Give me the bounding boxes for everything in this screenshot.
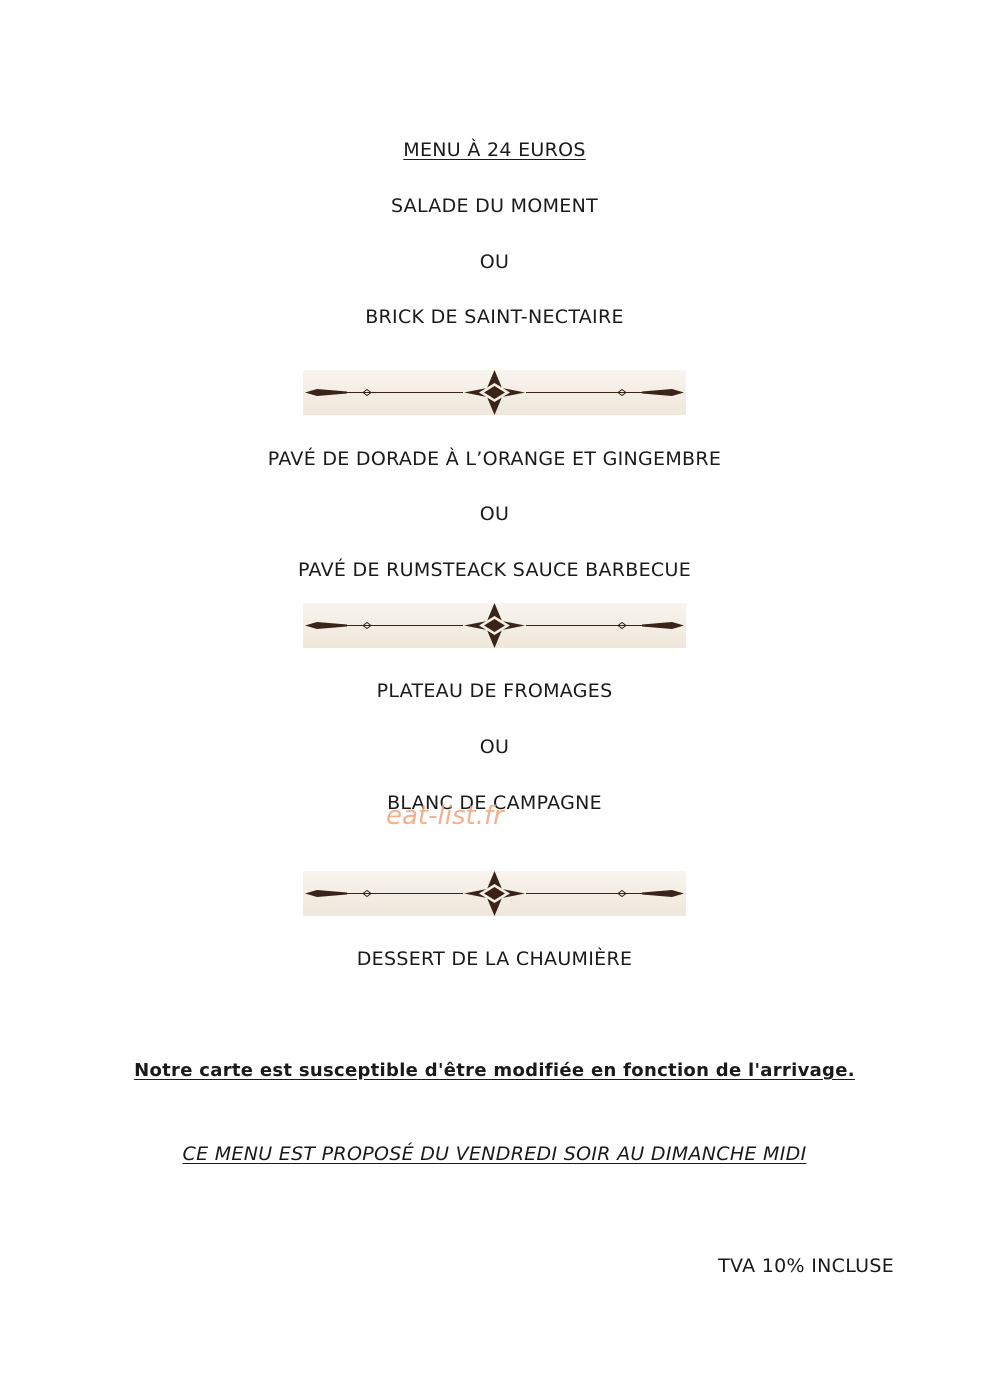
or-separator-1: OU: [479, 251, 510, 273]
plat-option-1: PAVÉ DE DORADE À L’ORANGE ET GINGEMBRE: [267, 448, 722, 470]
entree-option-1: SALADE DU MOMENT: [390, 195, 599, 217]
ornament-divider-icon: [305, 871, 684, 916]
ornament-divider-1: [303, 370, 686, 415]
watermark: eat-list.fr: [386, 801, 504, 831]
ornament-divider-3: [303, 871, 686, 916]
fromage-option-1: PLATEAU DE FROMAGES: [376, 680, 613, 702]
or-separator-3: OU: [479, 736, 510, 758]
tva-note: TVA 10% INCLUSE: [718, 1255, 894, 1277]
ornament-divider-2: [303, 603, 686, 648]
menu-title: MENU À 24 EUROS: [403, 139, 586, 161]
days-note: CE MENU EST PROPOSÉ DU VENDREDI SOIR AU …: [182, 1143, 807, 1165]
plat-option-2: PAVÉ DE RUMSTEACK SAUCE BARBECUE: [297, 559, 692, 581]
dessert-item: DESSERT DE LA CHAUMIÈRE: [356, 948, 633, 970]
entree-option-2: BRICK DE SAINT-NECTAIRE: [365, 306, 624, 328]
ornament-divider-icon: [305, 603, 684, 648]
fromage-option-2: BLANC DE CAMPAGNE: [387, 792, 602, 814]
arrivage-note: Notre carte est susceptible d'être modif…: [134, 1060, 855, 1081]
ornament-divider-icon: [305, 370, 684, 415]
or-separator-2: OU: [479, 503, 510, 525]
